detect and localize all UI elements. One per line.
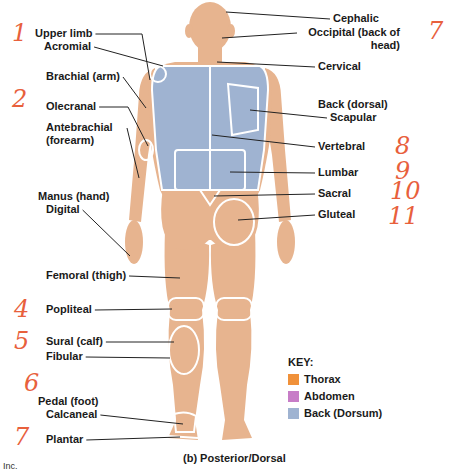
region-label: Acromial: [44, 40, 91, 53]
leader-line: [86, 437, 180, 440]
callout-number: 2: [12, 86, 27, 112]
caption: (b) Posterior/Dorsal: [183, 452, 286, 464]
region-label: Lumbar: [318, 166, 358, 179]
region-label: Calcaneal: [46, 408, 97, 421]
region-label: Femoral (thigh): [46, 269, 126, 282]
region-label: Upper limb: [35, 27, 92, 40]
leader-line: [83, 210, 130, 256]
region-label: Popliteal: [46, 303, 92, 316]
leader-line: [222, 33, 297, 38]
callout-number: 4: [14, 296, 29, 322]
leader-line: [86, 357, 170, 358]
region-label: Antebrachial (forearm): [46, 121, 124, 147]
leader-line: [100, 415, 183, 424]
credit-note: Inc.: [3, 461, 18, 471]
region-label: Sacral: [318, 187, 351, 200]
legend-swatch: [288, 391, 299, 402]
callout-number: 10: [390, 178, 421, 204]
region-label: Occipital (back of head): [300, 26, 400, 52]
region-label: Cervical: [318, 60, 361, 73]
region-label: Olecranal: [46, 100, 96, 113]
region-label: Fibular: [46, 350, 83, 363]
callout-number: 1: [12, 20, 27, 46]
region-label: Manus (hand): [38, 190, 110, 203]
leader-line: [212, 135, 315, 147]
region-label: Brachial (arm): [46, 70, 120, 83]
region-label: Vertebral: [318, 140, 365, 153]
region-label: Cephalic: [333, 12, 379, 25]
leader-line: [106, 342, 174, 343]
leader-line: [230, 172, 315, 173]
region-label: KEY:: [288, 356, 313, 369]
leader-line: [217, 62, 315, 67]
legend-swatch: [288, 408, 299, 419]
leader-line: [123, 77, 146, 108]
leader-line: [95, 309, 172, 310]
leader-line: [238, 215, 315, 220]
legend-text: Back (Dorsum): [304, 407, 382, 420]
leader-line: [226, 12, 330, 19]
leader-line: [214, 194, 315, 196]
region-label: Scapular: [330, 111, 376, 124]
callout-number: 7: [428, 18, 443, 44]
callout-number: 11: [388, 203, 419, 229]
leader-line: [129, 276, 180, 278]
leader-line: [127, 128, 139, 178]
region-label: Gluteal: [318, 208, 355, 221]
legend-swatch: [288, 374, 299, 385]
legend-text: Thorax: [304, 373, 341, 386]
callout-number: 5: [14, 328, 29, 354]
leader-line: [250, 110, 327, 118]
region-label: Pedal (foot): [38, 395, 99, 408]
leader-line: [94, 47, 163, 66]
legend-text: Abdomen: [304, 390, 355, 403]
callout-number: 7: [14, 424, 29, 450]
region-label: Plantar: [46, 433, 83, 446]
region-label: Back (dorsal): [318, 98, 388, 111]
region-label: Digital: [46, 203, 80, 216]
callout-number: 8: [395, 133, 410, 159]
callout-number: 6: [24, 370, 39, 396]
region-label: Sural (calf): [46, 335, 103, 348]
